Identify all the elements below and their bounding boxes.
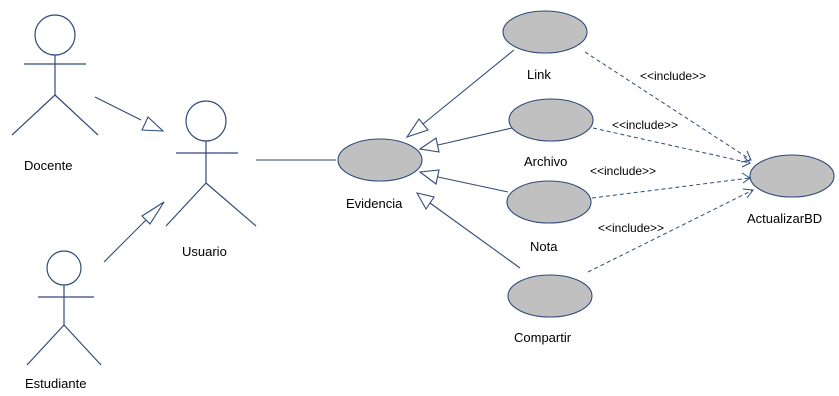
usecase-actualizarbd-label: ActualizarBD xyxy=(747,211,822,226)
actor-usuario-leg-left xyxy=(165,182,207,227)
include-compartir-actualizarbd xyxy=(587,188,754,273)
usecase-compartir-label: Compartir xyxy=(514,330,572,345)
actor-estudiante-label: Estudiante xyxy=(25,376,86,391)
include-archivo-actualizarbd xyxy=(592,127,751,168)
generalization-estudiante-usuario xyxy=(103,201,165,263)
include-label-compartir: <<include>> xyxy=(598,221,664,235)
include-label-nota: <<include>> xyxy=(590,164,656,178)
actor-usuario-leg-right xyxy=(205,182,257,227)
generalization-compartir-evidencia xyxy=(415,192,521,269)
usecase-evidencia-label: Evidencia xyxy=(346,196,403,211)
actor-usuario-label: Usuario xyxy=(182,244,227,259)
actor-estudiante[interactable] xyxy=(26,250,102,366)
usecase-archivo-label: Archivo xyxy=(524,154,567,169)
include-label-link: <<include>> xyxy=(640,69,706,83)
actor-docente-head xyxy=(34,14,76,56)
usecase-actualizarbd[interactable] xyxy=(749,154,835,198)
usecase-compartir[interactable] xyxy=(507,274,593,318)
usecase-evidencia[interactable] xyxy=(337,138,423,182)
actor-estudiante-head xyxy=(46,250,82,286)
usecase-link-label: Link xyxy=(527,67,551,82)
include-label-archivo: <<include>> xyxy=(612,118,678,132)
generalization-link-evidencia xyxy=(405,49,515,139)
generalization-nota-evidencia xyxy=(418,169,509,193)
usecase-archivo[interactable] xyxy=(508,98,594,142)
usecase-link[interactable] xyxy=(502,10,588,54)
generalization-archivo-evidencia xyxy=(418,127,513,153)
actor-usuario[interactable] xyxy=(165,100,257,227)
usecase-nota-label: Nota xyxy=(530,239,558,254)
actor-estudiante-leg-right xyxy=(63,324,102,366)
actor-docente-leg-right xyxy=(54,94,99,136)
actor-docente-leg-left xyxy=(11,94,56,136)
actor-estudiante-leg-left xyxy=(26,324,65,366)
actor-usuario-head xyxy=(185,100,227,142)
actor-docente-label: Docente xyxy=(24,158,72,173)
include-nota-actualizarbd xyxy=(591,172,751,199)
actor-docente[interactable] xyxy=(11,14,99,136)
usecase-nota[interactable] xyxy=(506,180,592,224)
generalization-docente-usuario xyxy=(94,96,165,132)
